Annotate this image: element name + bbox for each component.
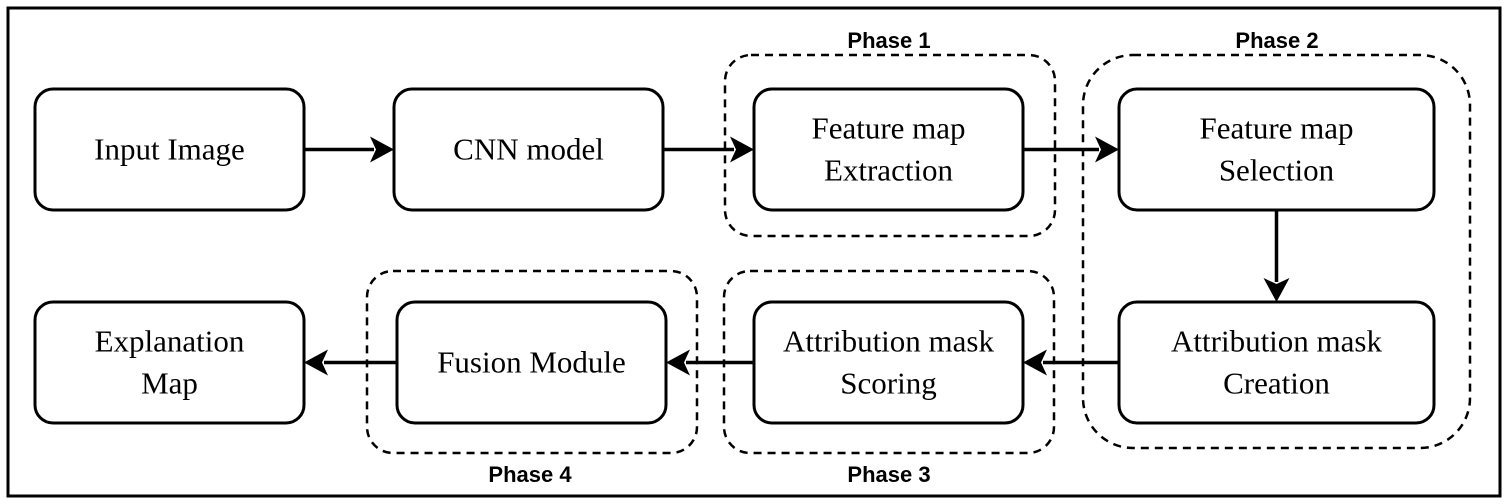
arrow-feature-extraction-to-feature-selection [1023, 136, 1119, 163]
node-label-line: Attribution mask [1171, 324, 1382, 359]
node-fusion-module: Fusion Module [395, 300, 668, 425]
node-label-line: Feature map [811, 111, 965, 146]
phase3-label: Phase 3 [847, 462, 930, 487]
node-label-line: CNN model [453, 132, 604, 167]
diagram-frame [6, 6, 1502, 498]
node-box [1117, 300, 1436, 425]
node-box [33, 300, 306, 425]
arrow-input-image-to-cnn-model [304, 136, 394, 163]
node-label-line: Feature map [1199, 111, 1353, 146]
node-cnn-model: CNN model [392, 87, 665, 212]
node-label-line: Map [141, 366, 198, 401]
phase4-label: Phase 4 [488, 462, 572, 487]
node-box [395, 300, 668, 425]
phase2-container [1081, 53, 1472, 450]
node-box [752, 300, 1025, 425]
node-label-line: Fusion Module [437, 345, 626, 380]
node-label-line: Selection [1219, 153, 1335, 188]
node-box [392, 87, 665, 212]
node-label-line: Explanation [95, 324, 245, 359]
phase1-container [723, 53, 1057, 238]
node-input-image: Input Image [33, 87, 306, 212]
arrow-fusion-module-to-explanation-map [304, 349, 397, 376]
node-label-line: Attribution mask [783, 324, 994, 359]
arrow-mask-creation-to-mask-scoring [1023, 349, 1119, 376]
node-box [33, 87, 306, 212]
node-box [752, 87, 1025, 212]
node-label-line: Input Image [94, 132, 245, 167]
node-box [1117, 87, 1436, 212]
phase2-label: Phase 2 [1235, 28, 1318, 53]
arrow-cnn-model-to-feature-extraction [663, 136, 754, 163]
node-label-line: Scoring [840, 366, 936, 401]
nodes: Input Image CNN model Feature mapExtractio… [33, 87, 1436, 425]
node-label-line: Extraction [824, 153, 954, 188]
node-label-line: Creation [1223, 366, 1330, 401]
arrow-mask-scoring-to-fusion-module [666, 349, 754, 376]
arrow-feature-selection-to-mask-creation [1263, 210, 1290, 302]
edges [304, 136, 1290, 376]
phase1-label: Phase 1 [847, 28, 930, 53]
